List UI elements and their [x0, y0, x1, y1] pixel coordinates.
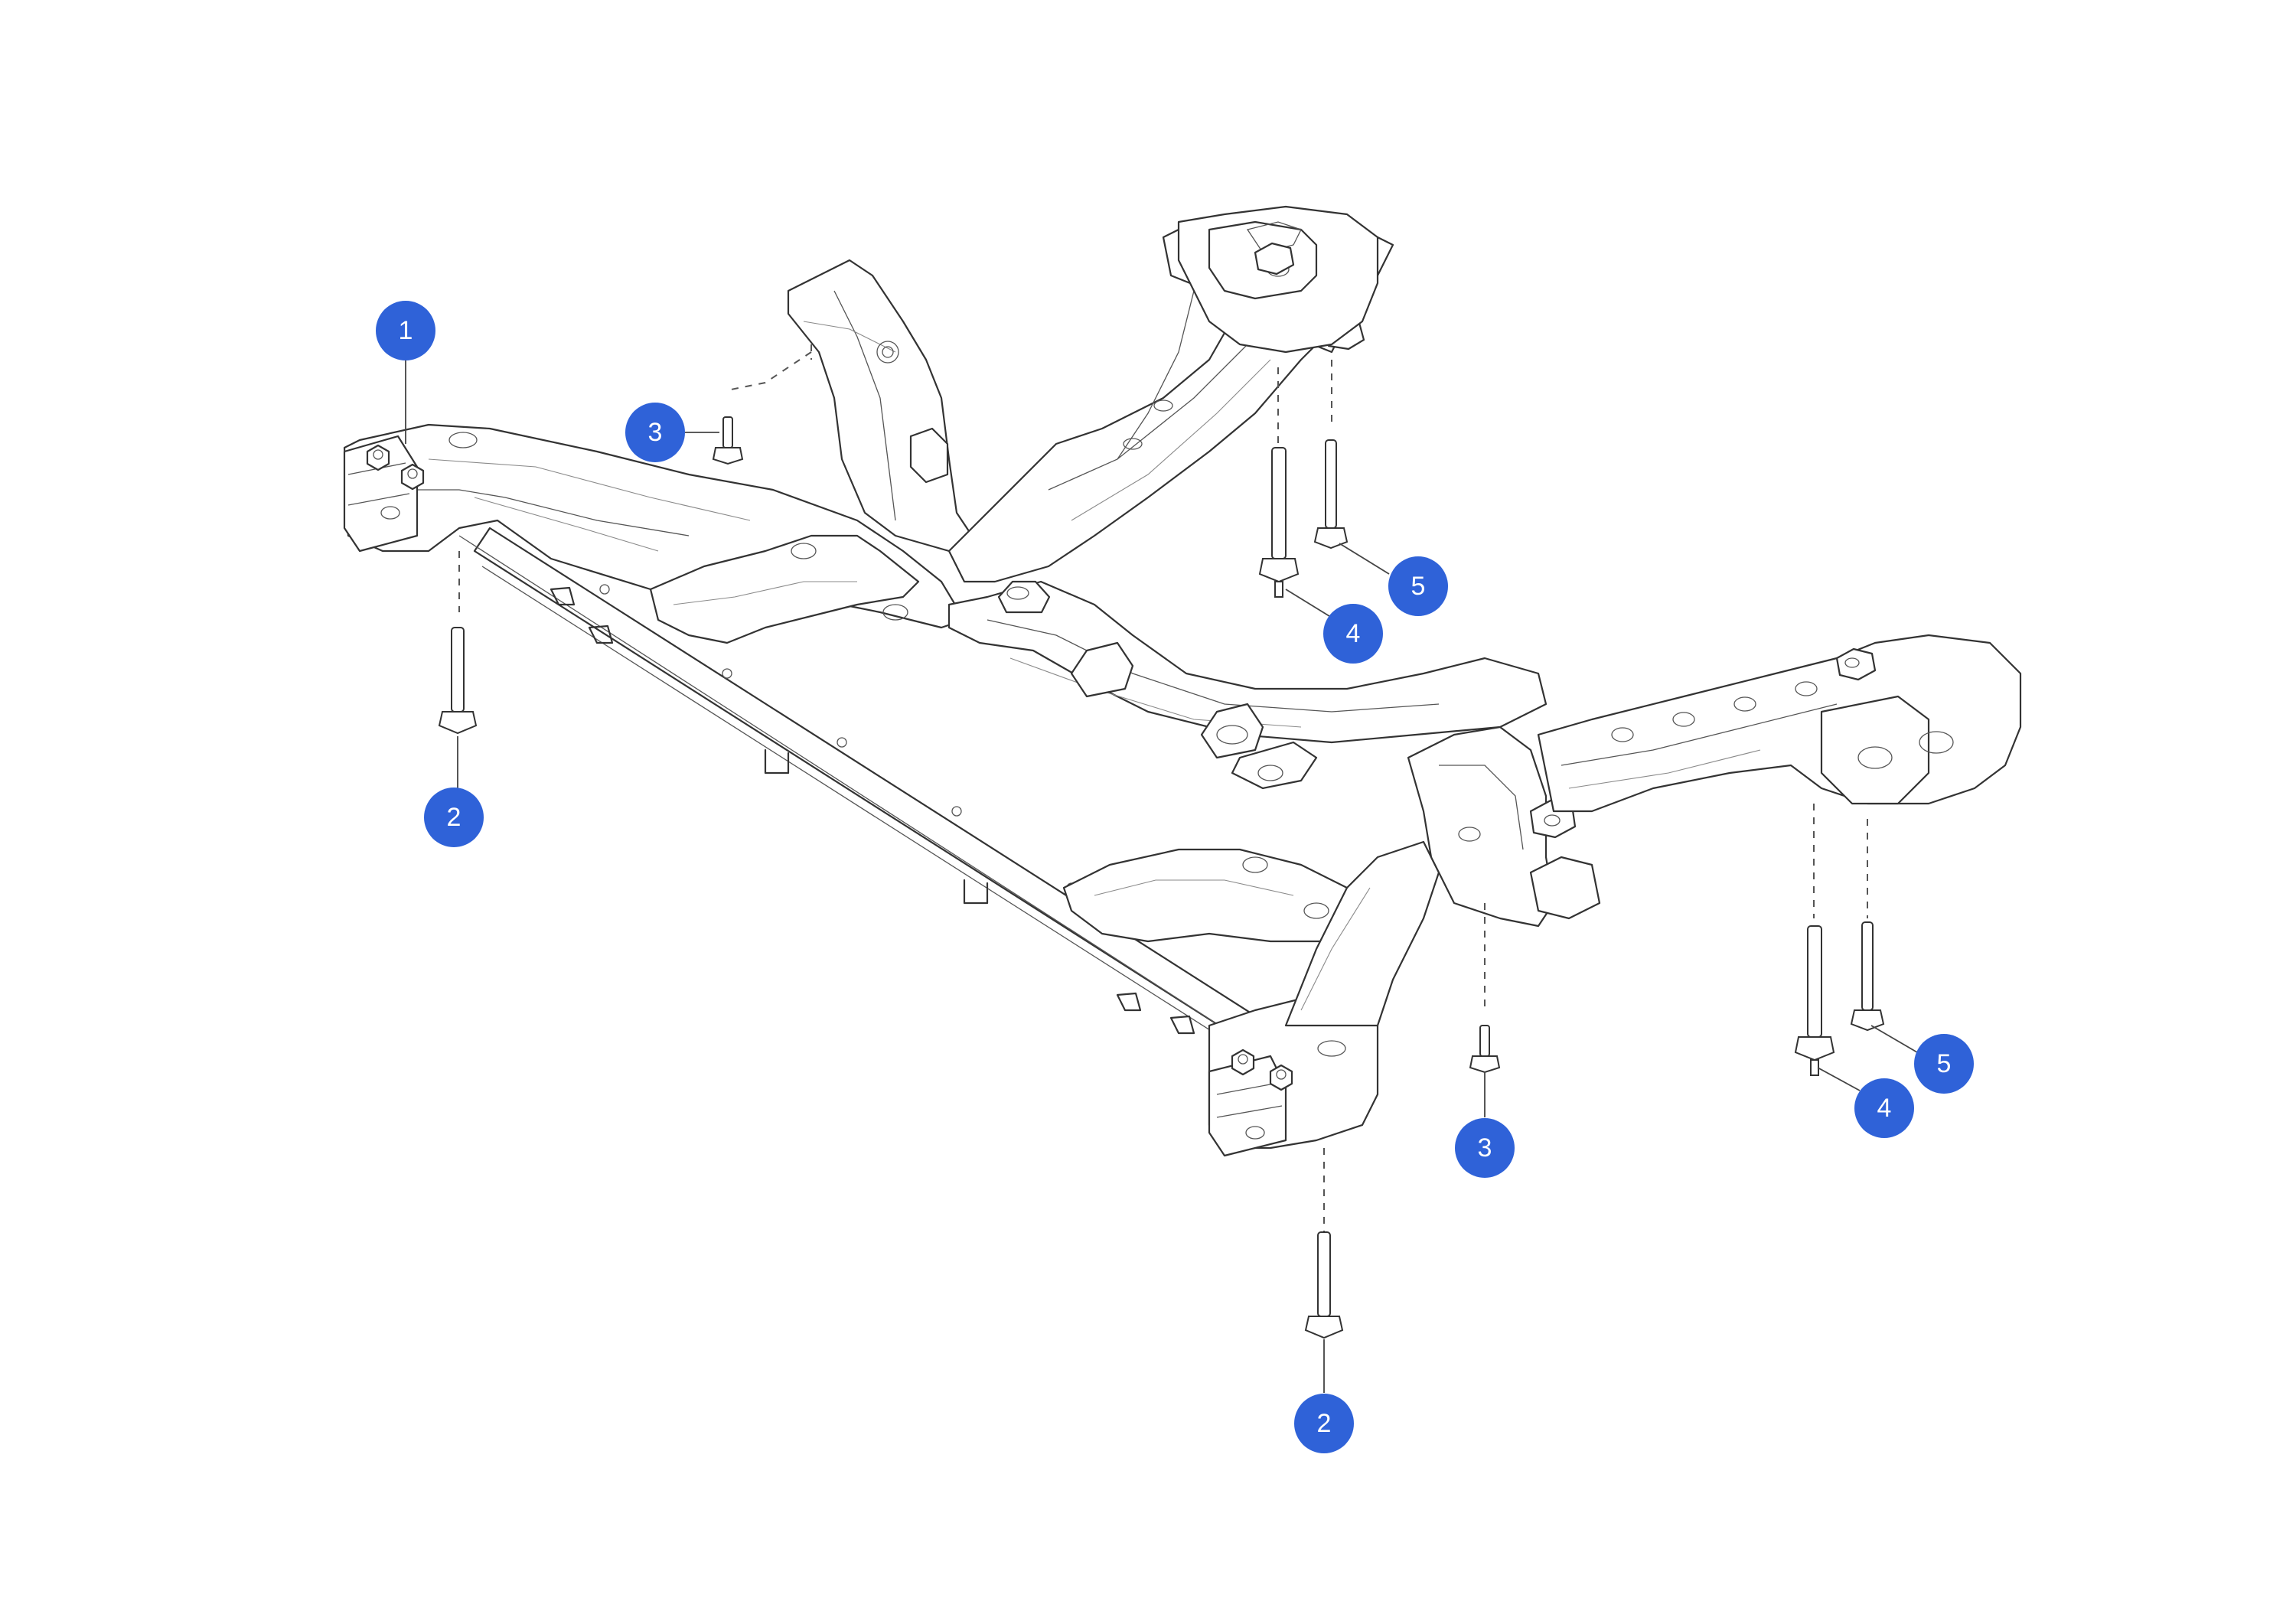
callout-label: 5: [1411, 572, 1426, 601]
long-bolt-right: [1794, 925, 1835, 1076]
callout-circle: [1914, 1034, 1974, 1094]
callout-label: 3: [648, 418, 663, 447]
callout-circle: [1854, 1078, 1914, 1138]
callout-label: 5: [1937, 1049, 1952, 1078]
long-bolt-upper-left: [1258, 447, 1300, 598]
left-tower-mount: [787, 259, 974, 553]
callout-circle: [1388, 556, 1448, 616]
right-front-end: [1208, 840, 1440, 1157]
right-lower-bracket: [1062, 848, 1364, 943]
callout-3-lower: 3: [1455, 1118, 1515, 1178]
long-bolt-lower-center: [1304, 1231, 1344, 1339]
callout-label: 3: [1478, 1133, 1492, 1163]
callout-circle: [376, 301, 435, 360]
alignment-lines: [458, 344, 1868, 1232]
callout-1: 1: [376, 301, 435, 360]
left-rear-arm-end: [1177, 205, 1379, 354]
callout-circle: [625, 403, 685, 462]
right-rear-arm: [1537, 634, 2022, 813]
callout-2-left: 2: [424, 788, 484, 847]
front-cross-beam: [458, 527, 1272, 1065]
short-bolt-center: [1469, 1025, 1501, 1074]
callout-circle: [424, 788, 484, 847]
callout-2-bottom: 2: [1294, 1394, 1354, 1453]
subframe-assembly: [343, 205, 2022, 1157]
callout-3-upper: 3: [625, 403, 685, 462]
callout-circle: [1294, 1394, 1354, 1453]
callout-label: 2: [447, 803, 461, 832]
callout-5-upper: 5: [1388, 556, 1448, 616]
callout-label: 4: [1877, 1094, 1892, 1123]
leader-lines: [405, 360, 1918, 1393]
long-bolt-left: [438, 627, 478, 735]
callout-circle: [1323, 604, 1383, 664]
callout-4-upper: 4: [1323, 604, 1383, 664]
callout-5-lower: 5: [1914, 1034, 1974, 1094]
left-lower-bracket: [649, 534, 920, 644]
short-bolt-left: [712, 416, 744, 465]
callout-4-lower: 4: [1854, 1078, 1914, 1138]
bolts: [438, 416, 1885, 1339]
callout-label: 4: [1346, 619, 1361, 648]
right-tower-mount: [1407, 726, 1601, 928]
callout-label: 1: [399, 316, 413, 345]
medium-bolt-upper: [1313, 439, 1349, 549]
callout-circle: [1455, 1118, 1515, 1178]
callout-label: 2: [1317, 1409, 1332, 1438]
medium-bolt-right: [1850, 921, 1885, 1032]
callouts: 1 2 2 3 3 4 4 5: [376, 301, 1974, 1453]
